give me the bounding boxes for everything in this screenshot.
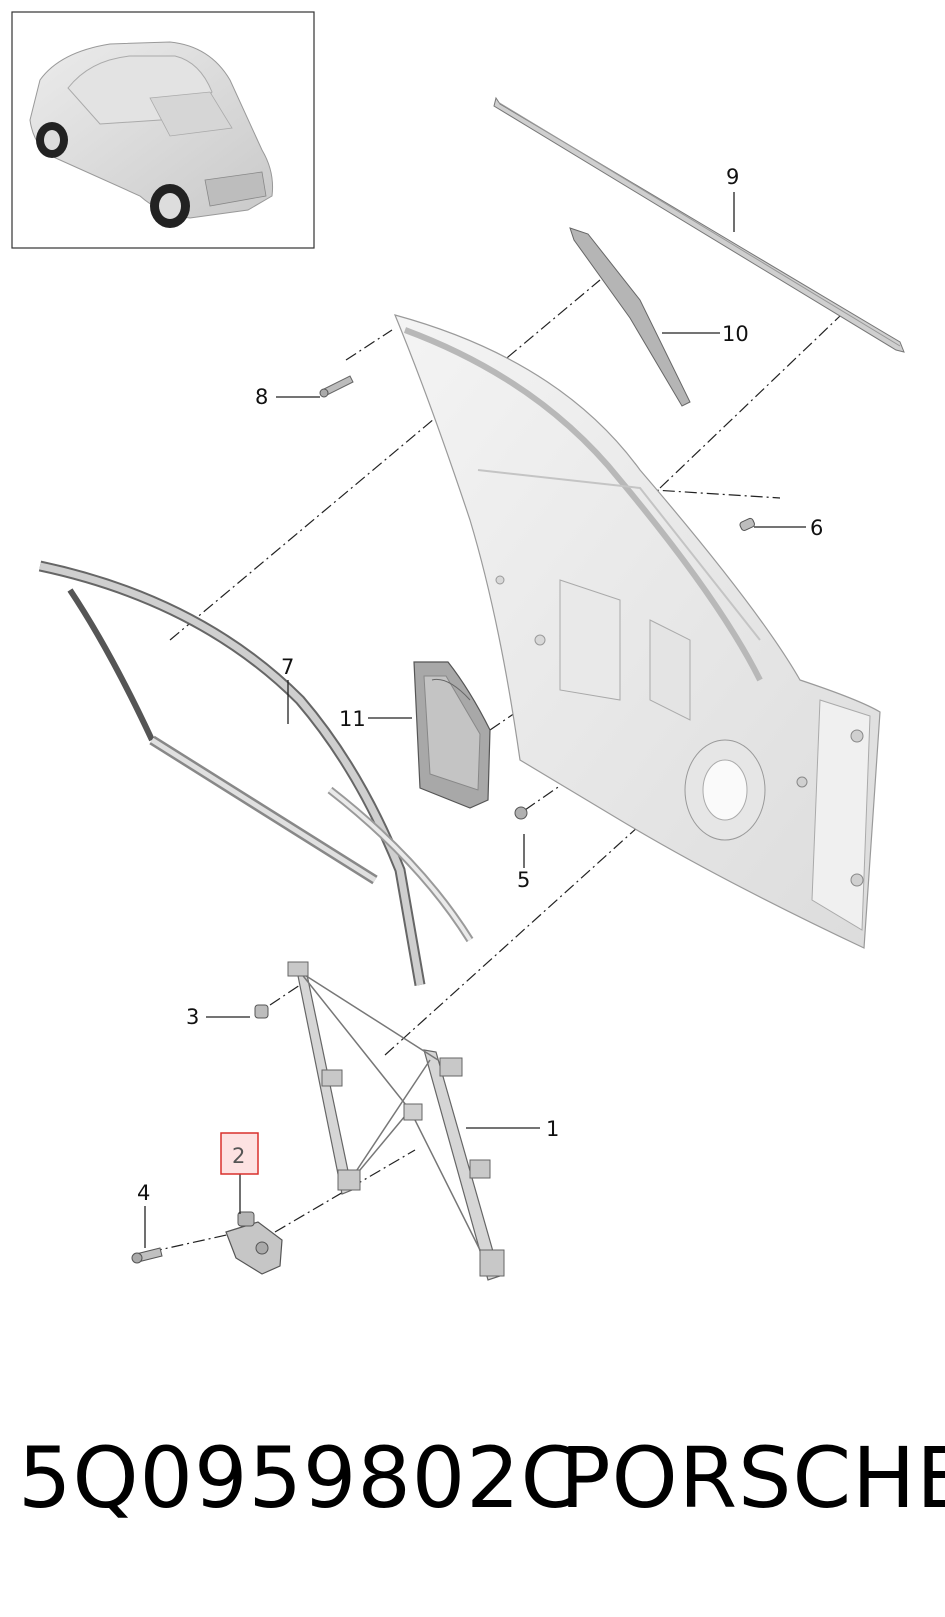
part-number: 5Q0959802C [18,1429,581,1527]
callout-5[interactable]: 5 [517,868,530,892]
leader-lines [144,192,806,1248]
callout-2-highlight-box [220,1132,259,1175]
callout-11[interactable]: 11 [339,707,366,731]
part-1-window-regulator [287,961,505,1281]
part-8-screw [319,375,354,398]
car-illustration [29,41,273,228]
callout-6[interactable]: 6 [810,516,823,540]
callout-9[interactable]: 9 [726,165,739,189]
callout-4[interactable]: 4 [137,1181,150,1205]
callout-1[interactable]: 1 [546,1117,559,1141]
part-4-bolt [131,1247,163,1264]
callout-2[interactable]: 2 [232,1144,245,1168]
callout-7[interactable]: 7 [281,655,294,679]
part-3-nut [254,1004,269,1019]
callout-labels: 1 2 3 4 5 6 7 8 9 10 11 [137,165,823,1205]
door-shell [393,314,881,949]
part-9-outer-seal [493,96,905,353]
part-6-pin [739,517,755,532]
callout-10[interactable]: 10 [722,322,749,346]
part-10-trim [569,227,691,407]
vehicle-thumbnail [11,11,315,249]
callout-8[interactable]: 8 [255,385,268,409]
part-11-cover-plate [413,661,491,809]
brand-name: PORSCHE [560,1429,945,1527]
callout-3[interactable]: 3 [186,1005,199,1029]
part-5-clip [514,806,528,820]
part-2-motor [225,1211,283,1275]
part-7-window-channel [38,560,474,986]
